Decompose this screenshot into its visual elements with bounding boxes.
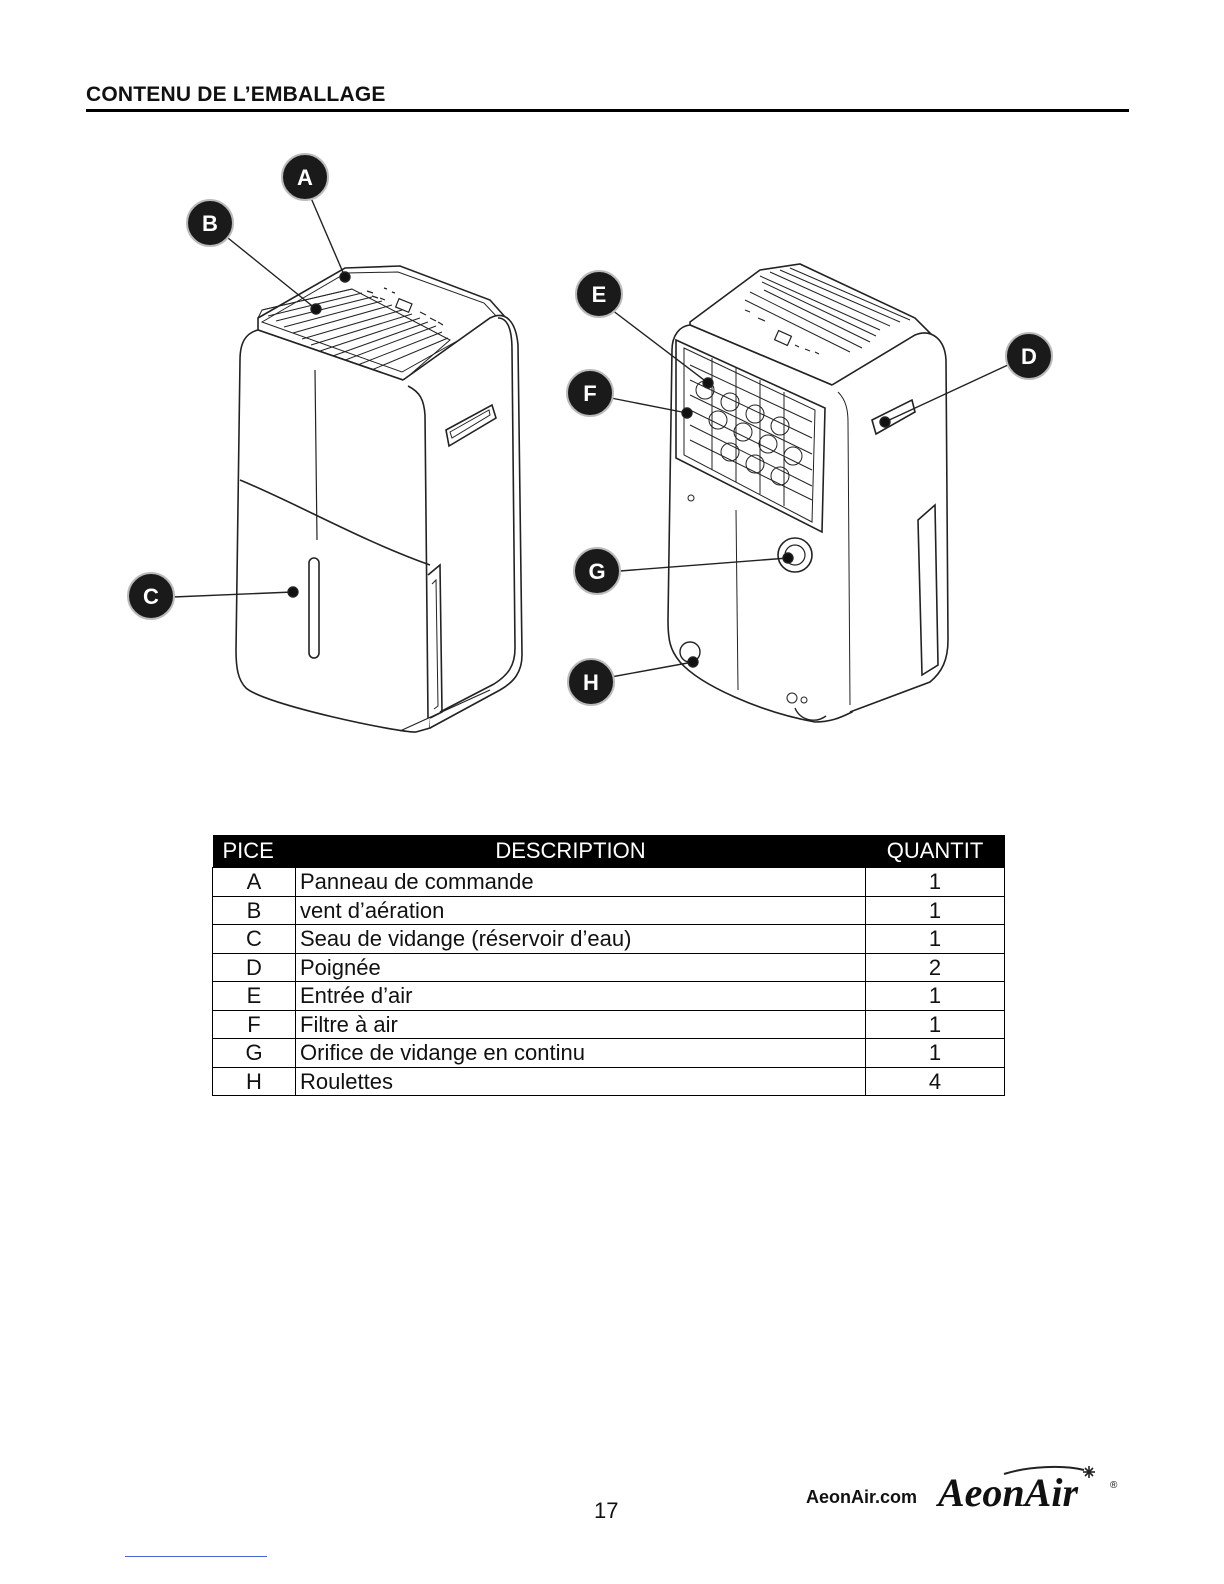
row-description: Seau de vidange (réservoir d’eau) <box>296 925 866 954</box>
callout-e: E <box>576 271 622 317</box>
callout-b-label: B <box>202 211 218 236</box>
table-row: E Entrée d’air 1 <box>213 982 1005 1011</box>
callout-a: A <box>282 154 328 200</box>
row-quantity: 1 <box>866 1039 1005 1068</box>
callout-h-label: H <box>583 670 599 695</box>
row-quantity: 1 <box>866 896 1005 925</box>
row-piece: G <box>213 1039 296 1068</box>
row-piece: C <box>213 925 296 954</box>
row-description: Panneau de commande <box>296 868 866 897</box>
table-header-row: PICE DESCRIPTION QUANTIT <box>213 835 1005 868</box>
row-quantity: 1 <box>866 1010 1005 1039</box>
parts-table: PICE DESCRIPTION QUANTIT A Panneau de co… <box>212 835 1005 1096</box>
callout-f: F <box>567 370 613 416</box>
header-quantity: QUANTIT <box>866 835 1005 868</box>
row-description: Orifice de vidange en continu <box>296 1039 866 1068</box>
row-description: Filtre à air <box>296 1010 866 1039</box>
header-piece: PICE <box>213 835 296 868</box>
row-description: Roulettes <box>296 1067 866 1096</box>
row-quantity: 1 <box>866 868 1005 897</box>
row-quantity: 1 <box>866 925 1005 954</box>
row-description: vent d’aération <box>296 896 866 925</box>
front-unit-drawing <box>236 266 522 732</box>
table-row: C Seau de vidange (réservoir d’eau) 1 <box>213 925 1005 954</box>
header-description: DESCRIPTION <box>296 835 866 868</box>
callout-a-label: A <box>297 165 313 190</box>
row-piece: B <box>213 896 296 925</box>
callout-d-label: D <box>1021 344 1037 369</box>
table-row: A Panneau de commande 1 <box>213 868 1005 897</box>
table-row: B vent d’aération 1 <box>213 896 1005 925</box>
back-unit-drawing <box>668 264 948 722</box>
row-piece: D <box>213 953 296 982</box>
callout-f-label: F <box>583 381 596 406</box>
callout-b: B <box>187 200 233 246</box>
product-illustration: A B C D E F G H <box>0 0 1224 800</box>
row-quantity: 1 <box>866 982 1005 1011</box>
bottom-link-underline <box>125 1556 267 1557</box>
table-row: F Filtre à air 1 <box>213 1010 1005 1039</box>
footer-website: AeonAir.com <box>806 1487 917 1508</box>
row-piece: A <box>213 868 296 897</box>
registered-mark: ® <box>1110 1480 1118 1491</box>
row-quantity: 4 <box>866 1067 1005 1096</box>
row-description: Poignée <box>296 953 866 982</box>
table-row: H Roulettes 4 <box>213 1067 1005 1096</box>
page-number: 17 <box>594 1498 618 1524</box>
snowflake-icon <box>1083 1466 1095 1478</box>
callout-e-label: E <box>592 282 607 307</box>
callout-h: H <box>568 659 614 705</box>
row-description: Entrée d’air <box>296 982 866 1011</box>
callout-c-label: C <box>143 584 159 609</box>
callout-c: C <box>128 573 174 619</box>
brand-name: AeonAir <box>935 1470 1078 1515</box>
row-piece: E <box>213 982 296 1011</box>
callout-d: D <box>1006 333 1052 379</box>
row-piece: F <box>213 1010 296 1039</box>
callout-g: G <box>574 548 620 594</box>
callout-g-label: G <box>588 559 605 584</box>
aeonair-logo: AeonAir ® <box>934 1460 1124 1516</box>
row-piece: H <box>213 1067 296 1096</box>
table-row: G Orifice de vidange en continu 1 <box>213 1039 1005 1068</box>
table-row: D Poignée 2 <box>213 953 1005 982</box>
row-quantity: 2 <box>866 953 1005 982</box>
